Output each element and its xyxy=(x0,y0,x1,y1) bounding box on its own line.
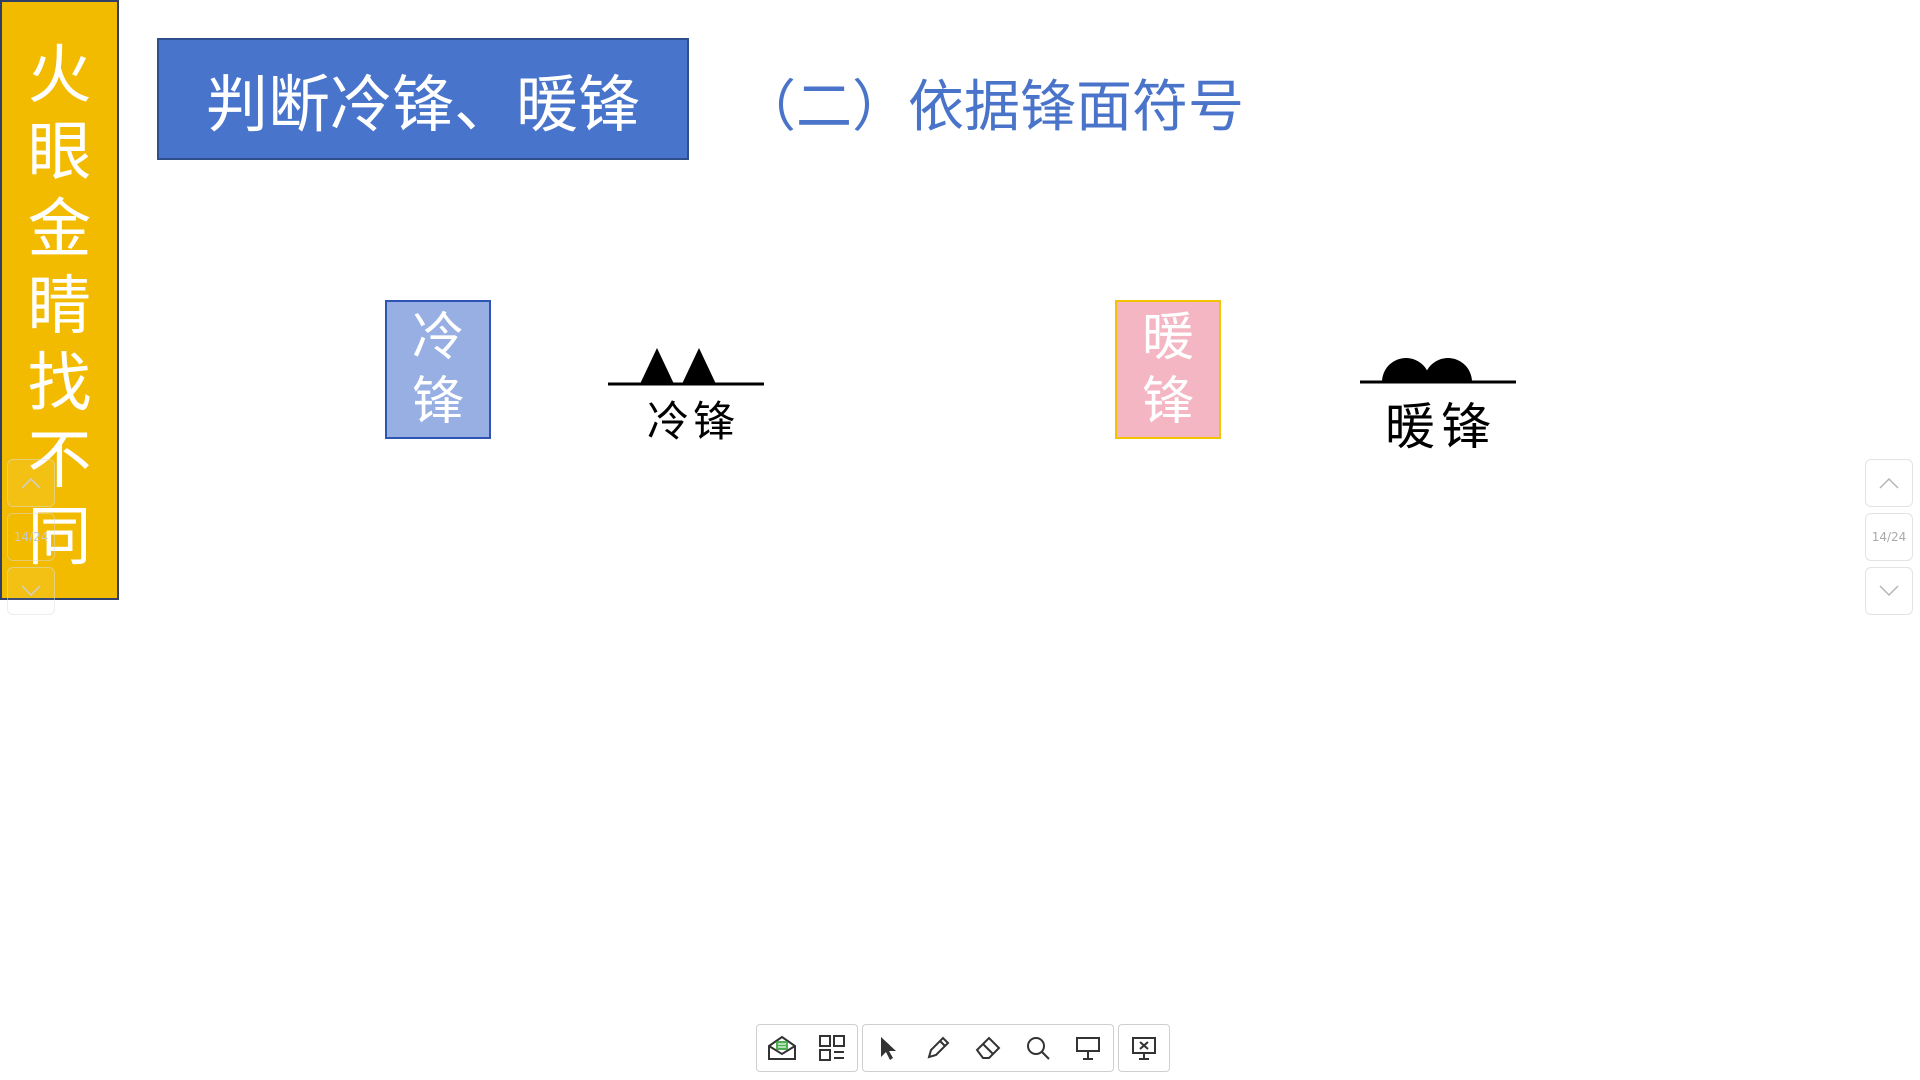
cold-label-line1: 冷 xyxy=(411,307,464,368)
cold-front-symbol xyxy=(608,348,764,386)
presentation-toolbar xyxy=(756,1024,1170,1072)
toolbar-group-right xyxy=(1118,1024,1170,1072)
chevron-up-icon xyxy=(1879,477,1899,489)
chevron-down-icon xyxy=(1879,585,1899,597)
chevron-down-icon xyxy=(21,585,41,597)
warm-front-symbol xyxy=(1360,358,1516,384)
slide-title: 判断冷锋、暖锋 xyxy=(157,38,689,160)
warm-front-semicircle xyxy=(1424,358,1472,382)
next-page-button[interactable] xyxy=(7,567,55,615)
chevron-up-icon xyxy=(21,477,41,489)
pen-button[interactable] xyxy=(913,1025,963,1071)
cold-front-triangle xyxy=(682,348,716,384)
warm-label-line1: 暖 xyxy=(1141,307,1194,368)
whiteboard-icon xyxy=(1076,1037,1100,1060)
cold-front-caption: 冷锋 xyxy=(647,397,740,446)
page-indicator: 14/24 xyxy=(7,513,55,561)
slide-title-text: 判断冷锋、暖锋 xyxy=(205,68,640,141)
banner-char: 找 xyxy=(27,347,92,421)
search-icon xyxy=(1027,1037,1050,1060)
cold-label-line2: 锋 xyxy=(411,371,464,432)
exit-presentation-button[interactable] xyxy=(1119,1025,1169,1071)
grid-button[interactable] xyxy=(807,1025,857,1071)
warm-front-caption: 暖锋 xyxy=(1385,398,1497,456)
exit-presentation-icon xyxy=(1132,1037,1156,1060)
warm-front-semicircle xyxy=(1382,358,1430,382)
pen-icon xyxy=(927,1036,950,1059)
zoom-button[interactable] xyxy=(1013,1025,1063,1071)
toolbar-group-tools xyxy=(862,1024,1114,1072)
slide-subtitle: （二）依据锋面符号 xyxy=(740,75,1244,140)
left-page-navigator: 14/24 xyxy=(7,459,55,621)
mail-button[interactable] xyxy=(757,1025,807,1071)
side-banner: 火 眼 金 睛 找 不 同 xyxy=(0,0,119,600)
prev-page-button[interactable] xyxy=(1865,459,1913,507)
toolbar-group-left xyxy=(756,1024,858,1072)
whiteboard-button[interactable] xyxy=(1063,1025,1113,1071)
grid-icon xyxy=(819,1035,845,1061)
banner-char: 睛 xyxy=(27,270,92,344)
cursor-button[interactable] xyxy=(863,1025,913,1071)
warm-front-label: 暖 锋 xyxy=(1115,300,1221,439)
banner-char: 眼 xyxy=(27,116,92,190)
cursor-icon xyxy=(881,1037,896,1060)
cold-front-triangle xyxy=(640,348,674,384)
page-indicator: 14/24 xyxy=(1865,513,1913,561)
prev-page-button[interactable] xyxy=(7,459,55,507)
next-page-button[interactable] xyxy=(1865,567,1913,615)
eraser-icon xyxy=(975,1036,1001,1059)
cold-front-label: 冷 锋 xyxy=(385,300,491,439)
right-page-navigator: 14/24 xyxy=(1865,459,1913,621)
mail-icon xyxy=(768,1035,796,1060)
banner-char: 火 xyxy=(27,39,92,113)
eraser-button[interactable] xyxy=(963,1025,1013,1071)
warm-label-line2: 锋 xyxy=(1141,371,1194,432)
banner-char: 金 xyxy=(27,193,92,267)
